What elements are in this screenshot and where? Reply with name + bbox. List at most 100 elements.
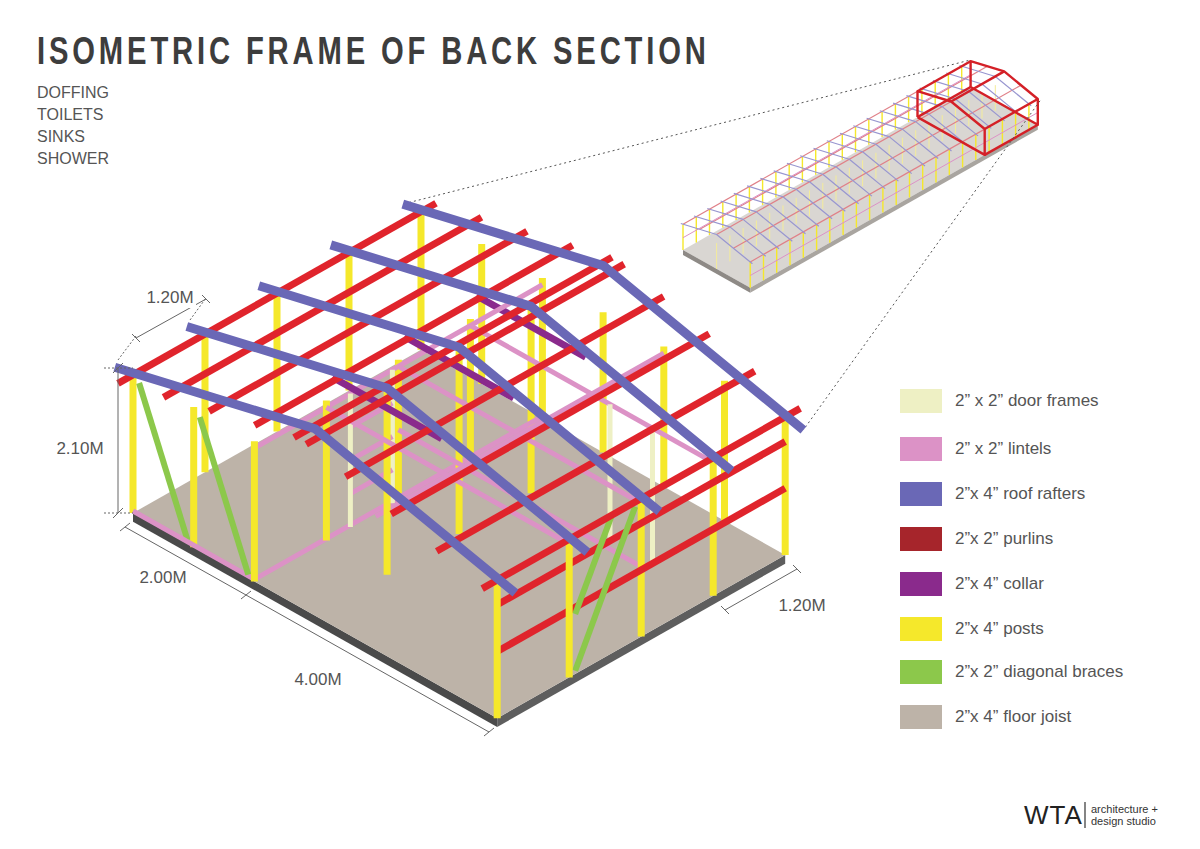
legend-swatch: [900, 572, 942, 596]
dimension-tick: [120, 523, 130, 531]
logo-caption: architecture + design studio: [1091, 803, 1181, 827]
legend-swatch: [900, 660, 942, 684]
dimension-label: 2.00M: [137, 568, 188, 588]
dimension-tick: [113, 363, 123, 373]
dimension-tick: [241, 591, 251, 599]
logo-separator: [1084, 802, 1085, 828]
thumb-highlight: [985, 99, 1038, 129]
dimension-label: 2.10M: [54, 439, 105, 459]
thumb-post: [929, 123, 930, 149]
thumb-post: [729, 236, 730, 262]
logo-mark: WTA: [1024, 800, 1083, 831]
dimension-tick: [721, 606, 729, 614]
legend-swatch: [900, 389, 942, 413]
dimension-tick: [793, 565, 801, 573]
legend-label: 2” x 2” door frames: [955, 389, 1099, 413]
lintel: [326, 407, 569, 544]
thumb-lintel: [750, 113, 1038, 276]
extension-line: [118, 336, 136, 360]
dimension-tick: [113, 508, 123, 518]
thumb-rafter: [853, 126, 925, 166]
dimension-label: 1.20M: [776, 596, 827, 616]
legend-label: 2”x 4” posts: [955, 617, 1044, 641]
dimension-line: [246, 595, 489, 732]
thumb-post: [769, 213, 770, 239]
thumb-rafter: [774, 171, 846, 211]
legend-label: 2”x 4” floor joist: [955, 705, 1071, 729]
diagonal-brace: [200, 417, 249, 574]
thumb-floor: [683, 87, 1038, 288]
thumb-highlight: [971, 61, 1038, 125]
room-list-item: SINKS: [37, 128, 85, 146]
thumb-post: [915, 130, 916, 156]
room-list-item: DOFFING: [37, 84, 109, 102]
dimension-line: [125, 527, 246, 595]
thumb-post: [955, 108, 956, 134]
thumb-rafter: [694, 216, 766, 256]
roof-rafter: [187, 327, 588, 553]
thumb-rafter: [747, 186, 819, 226]
thumb-post: [968, 100, 969, 126]
thumb-post: [862, 160, 863, 186]
page-title: ISOMETRIC FRAME OF BACK SECTION: [37, 30, 710, 73]
thumb-rafter: [827, 141, 899, 181]
legend-label: 2”x 2” purlins: [955, 527, 1053, 551]
thumb-post: [982, 93, 983, 119]
thumb-rafter: [814, 148, 886, 188]
thumb-purlin: [700, 66, 988, 229]
thumb-post: [756, 221, 757, 247]
thumb-highlight: [918, 87, 971, 117]
rail: [497, 442, 785, 605]
thumb-rafter: [734, 193, 806, 233]
thumb-post: [716, 243, 717, 269]
thumb-purlin: [717, 71, 1005, 234]
post: [130, 373, 137, 513]
legend-label: 2”x 4” collar: [955, 572, 1044, 596]
roof-rafter: [115, 367, 516, 593]
legend-label: 2”x 2” diagonal braces: [955, 660, 1123, 684]
room-list-item: TOILETS: [37, 106, 103, 124]
legend-label: 2”x 4” roof rafters: [955, 482, 1085, 506]
thumb-slab-edge: [750, 125, 1038, 293]
overview-thumbnail: [681, 61, 1038, 293]
post: [494, 578, 501, 718]
thumb-purlin: [683, 61, 971, 224]
thumb-post: [889, 145, 890, 171]
thumb-post: [796, 198, 797, 224]
legend-swatch: [900, 705, 942, 729]
post: [190, 407, 197, 547]
dimension-lines: [104, 295, 1085, 828]
thumb-purlin: [733, 85, 1021, 248]
thumb-highlight: [951, 71, 1004, 101]
thumb-post: [942, 115, 943, 141]
thumb-rafter: [867, 118, 939, 158]
roof-rafter: [259, 286, 660, 512]
thumb-highlight: [918, 61, 971, 91]
leader-line: [803, 101, 1040, 430]
thumb-rafter: [760, 178, 832, 218]
thumb-rafter: [787, 163, 859, 203]
thumb-post: [849, 168, 850, 194]
thumb-rafter: [840, 133, 912, 173]
thumb-highlight: [985, 125, 1038, 155]
dimension-line: [118, 368, 119, 513]
thumb-post: [743, 228, 744, 254]
thumb-post: [809, 190, 810, 216]
post: [566, 537, 573, 677]
thumb-post: [783, 205, 784, 231]
legend-label: 2” x 2” lintels: [955, 437, 1051, 461]
leader-line: [403, 61, 969, 205]
post: [782, 415, 789, 555]
thumb-rafter: [707, 209, 779, 249]
dimension-label: 1.20M: [144, 288, 195, 308]
frame-drawing: [115, 203, 804, 727]
post: [251, 441, 258, 581]
thumb-rafter: [800, 156, 872, 196]
legend-swatch: [900, 527, 942, 551]
thumb-rafter: [721, 201, 793, 241]
thumb-lintel: [683, 75, 971, 238]
thumb-post: [995, 85, 996, 111]
dimension-label: 4.00M: [292, 670, 343, 690]
dimension-tick: [132, 334, 140, 342]
dimension-tick: [202, 295, 210, 303]
